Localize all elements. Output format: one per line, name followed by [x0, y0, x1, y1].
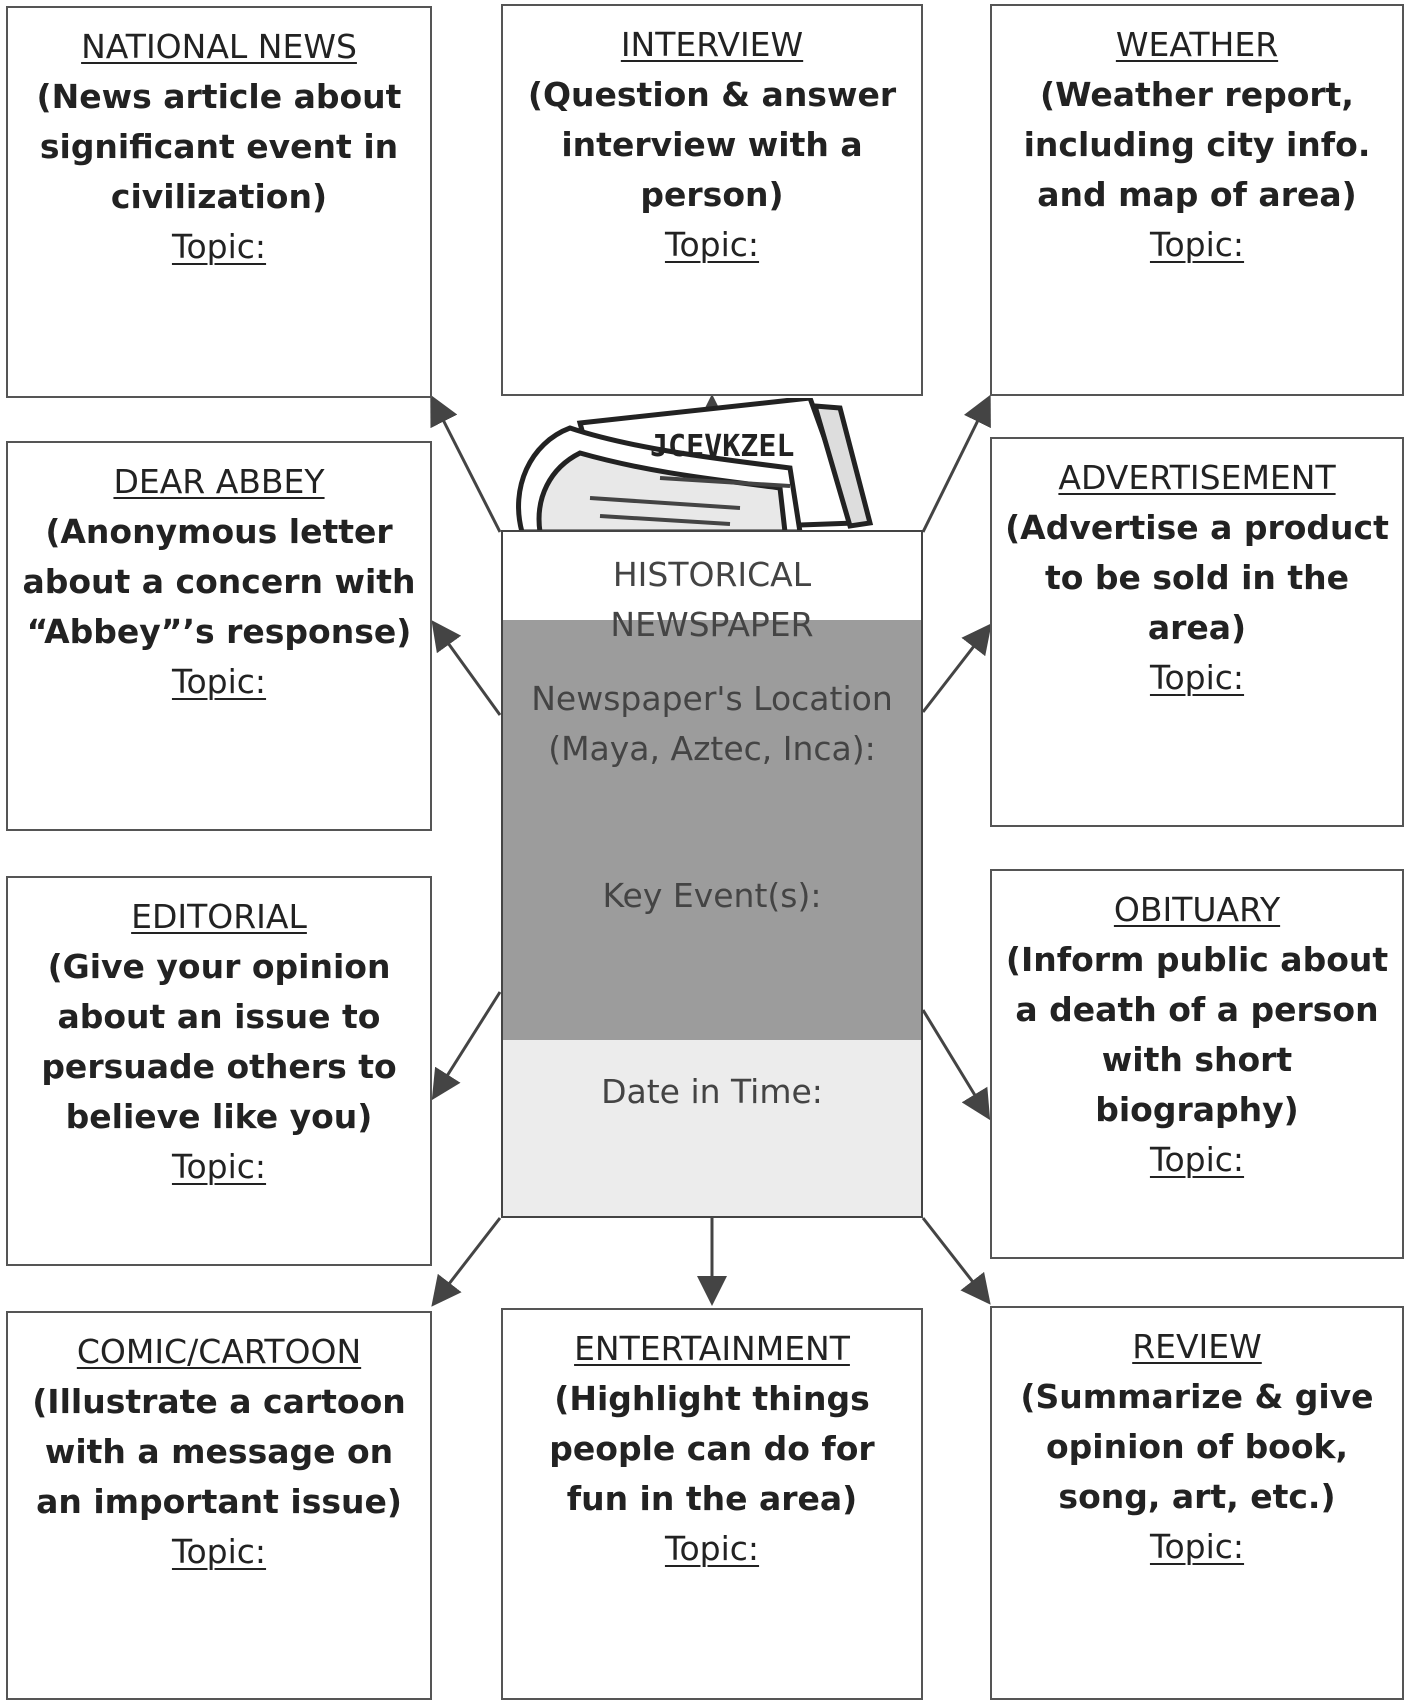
- topic-label: Topic:: [1149, 1527, 1245, 1566]
- arrow-obituary: [921, 1009, 991, 1121]
- arrow-advertisement: [921, 623, 992, 713]
- box-title: DEAR ABBEY: [113, 462, 325, 501]
- box-title: NATIONAL NEWS: [81, 27, 357, 66]
- date-label: Date in Time:: [601, 1072, 823, 1111]
- svg-text:JCEVKZEL: JCEVKZEL: [650, 429, 795, 464]
- topic-label: Topic:: [171, 1147, 267, 1186]
- center-title-line1: HISTORICAL: [612, 555, 812, 594]
- box-title: OBITUARY: [1113, 890, 1281, 929]
- topic-label: Topic:: [1149, 225, 1245, 264]
- box-entertainment: ENTERTAINMENT (Highlight things people c…: [501, 1308, 923, 1700]
- center-historical-newspaper: HISTORICAL NEWSPAPER Newspaper's Locatio…: [501, 530, 923, 1218]
- box-description: (Give your opinion about an issue to per…: [41, 947, 397, 1136]
- topic-label: Topic:: [1149, 658, 1245, 697]
- box-weather: WEATHER (Weather report, including city …: [990, 4, 1404, 396]
- box-title: EDITORIAL: [131, 897, 307, 936]
- box-description: (Inform public about a death of a person…: [1005, 940, 1389, 1129]
- location-label-line2: (Maya, Aztec, Inca):: [548, 729, 876, 768]
- box-title: REVIEW: [1132, 1327, 1262, 1366]
- box-national-news: NATIONAL NEWS (News article about signif…: [6, 6, 432, 398]
- box-title: COMIC/CARTOON: [76, 1332, 362, 1371]
- box-dear-abbey: DEAR ABBEY (Anonymous letter about a con…: [6, 441, 432, 831]
- center-gray-panel: [503, 620, 921, 1040]
- box-description: (Weather report, including city info. an…: [1023, 75, 1371, 214]
- box-description: (Question & answer interview with a pers…: [527, 75, 897, 214]
- box-title: WEATHER: [1115, 25, 1279, 64]
- arrow-weather: [921, 394, 991, 533]
- box-editorial: EDITORIAL (Give your opinion about an is…: [6, 876, 432, 1266]
- arrow-national-news: [430, 394, 502, 533]
- topic-label: Topic:: [664, 1529, 760, 1568]
- box-description: (Summarize & give opinion of book, song,…: [1020, 1377, 1374, 1516]
- topic-label: Topic:: [1149, 1140, 1245, 1179]
- box-title: ENTERTAINMENT: [574, 1329, 850, 1368]
- box-description: (Anonymous letter about a concern with “…: [22, 512, 416, 651]
- center-light-panel: [503, 1040, 921, 1216]
- arrow-editorial: [431, 991, 502, 1101]
- box-review: REVIEW (Summarize & give opinion of book…: [990, 1306, 1404, 1700]
- box-description: (Highlight things people can do for fun …: [549, 1379, 875, 1518]
- topic-label: Topic:: [171, 227, 267, 266]
- box-advertisement: ADVERTISEMENT (Advertise a product to be…: [990, 437, 1404, 827]
- box-interview: INTERVIEW (Question & answer interview w…: [501, 4, 923, 396]
- box-description: (Advertise a product to be sold in the a…: [1005, 508, 1389, 647]
- box-description: (News article about significant event in…: [36, 77, 402, 216]
- arrow-comic: [431, 1217, 502, 1307]
- topic-label: Topic:: [171, 1532, 267, 1571]
- topic-label: Topic:: [171, 662, 267, 701]
- arrow-review: [921, 1217, 991, 1305]
- newspaper-icon: JCEVKZEL: [516, 398, 874, 532]
- topic-label: Topic:: [664, 225, 760, 264]
- box-title: ADVERTISEMENT: [1058, 458, 1336, 497]
- box-title: INTERVIEW: [620, 25, 804, 64]
- center-title-line2: NEWSPAPER: [610, 605, 814, 644]
- box-description: (Illustrate a cartoon with a message on …: [32, 1382, 406, 1521]
- arrow-dear-abbey: [431, 620, 502, 716]
- box-comic-cartoon: COMIC/CARTOON (Illustrate a cartoon with…: [6, 1311, 432, 1700]
- center-location: Newspaper's Location (Maya, Aztec, Inca)…: [503, 674, 921, 774]
- location-label-line1: Newspaper's Location: [531, 679, 893, 718]
- center-title: HISTORICAL NEWSPAPER: [503, 550, 921, 650]
- key-events-label: Key Event(s):: [602, 876, 822, 915]
- box-obituary: OBITUARY (Inform public about a death of…: [990, 869, 1404, 1259]
